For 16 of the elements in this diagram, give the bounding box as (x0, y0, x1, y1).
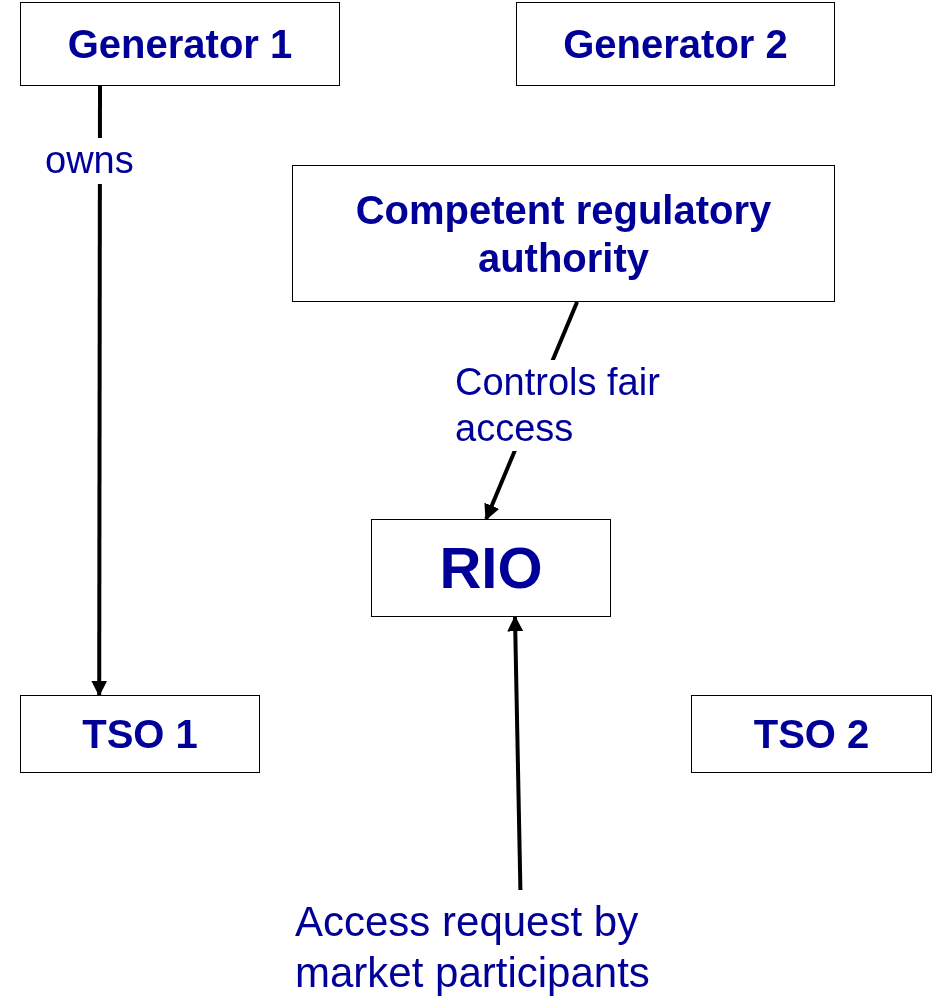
node-label: TSO 1 (82, 711, 198, 758)
edge-label: owns (43, 138, 136, 184)
node-label: TSO 2 (753, 711, 870, 758)
entity-box (20, 2, 340, 86)
entity-box (516, 2, 835, 86)
node-label: Access request by market participants (295, 897, 651, 998)
arrow (507, 615, 524, 891)
node-label: Generator 2 (563, 21, 788, 68)
arrow (91, 86, 108, 697)
node-label: Generator 1 (67, 21, 293, 68)
node-label: Competent regulatory authority (354, 186, 773, 282)
node-label: RIO (439, 534, 543, 603)
entity-box (20, 695, 260, 773)
entity-box (292, 165, 835, 302)
entity-box (371, 519, 611, 617)
entity-box (691, 695, 932, 773)
